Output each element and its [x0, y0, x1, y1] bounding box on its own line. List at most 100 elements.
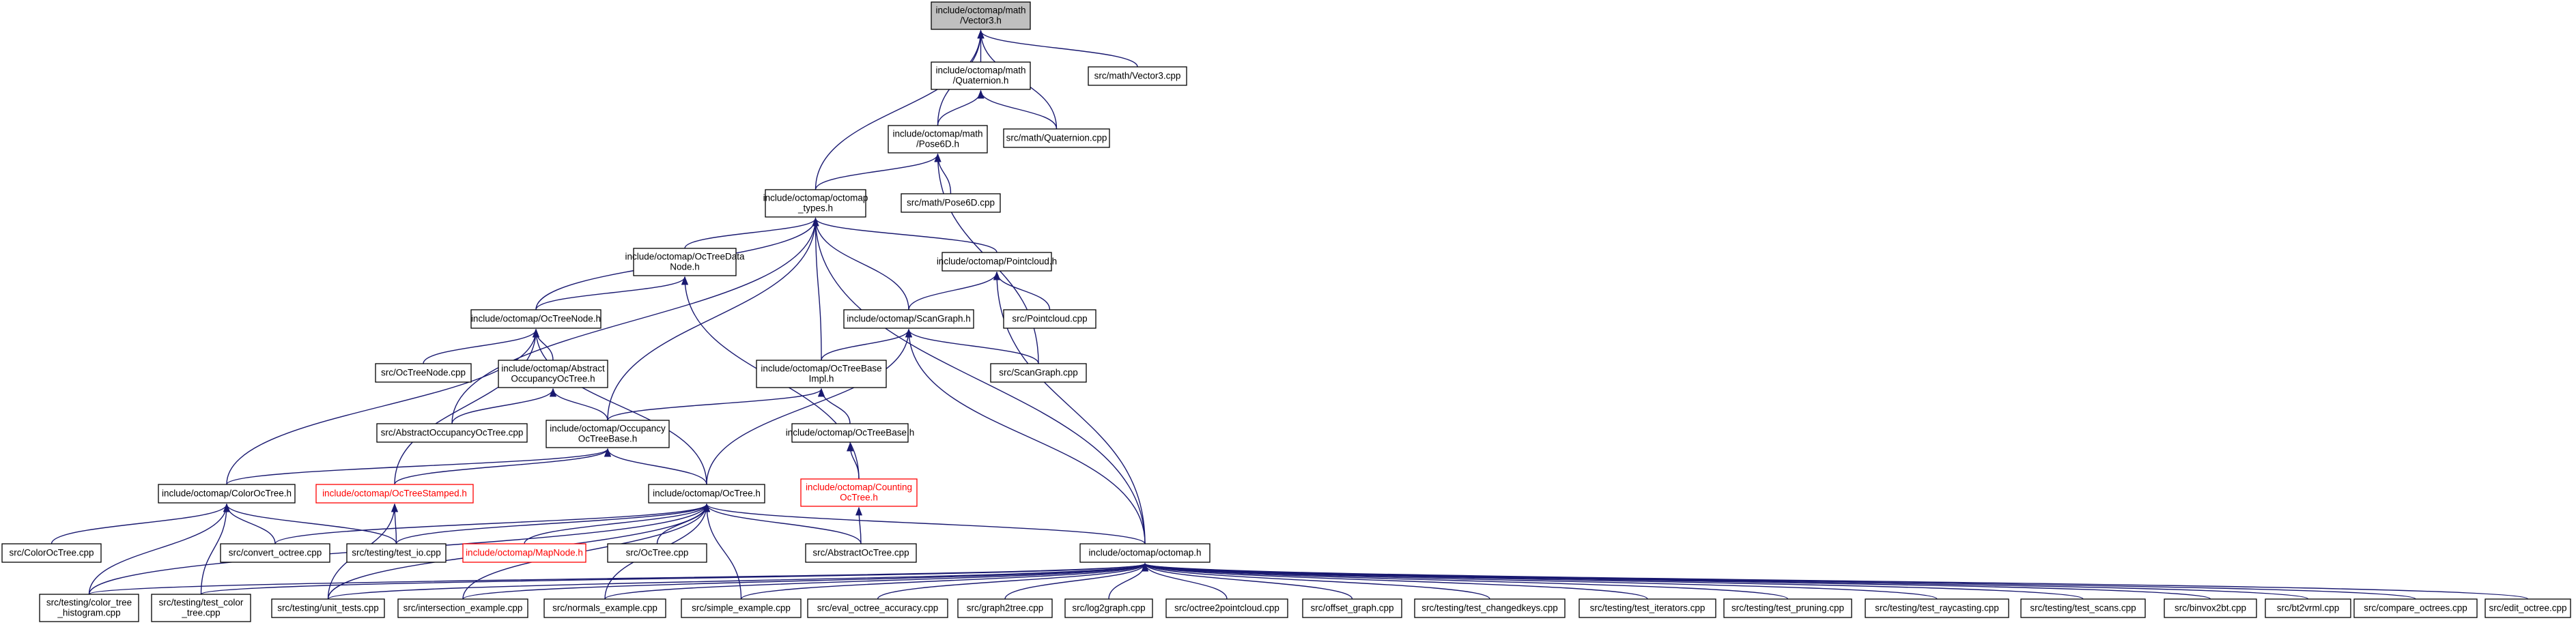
- node-label-line: include/octomap/math: [935, 66, 1025, 76]
- node-log2graph-cpp[interactable]: src/log2graph.cpp: [1064, 598, 1153, 618]
- edge-test_io_cpp-to-octree_h: [395, 503, 710, 544]
- node-box: [1414, 598, 1566, 618]
- node-vector3-h[interactable]: include/octomap/math/Vector3.h: [931, 1, 1031, 30]
- node-octreenode-h[interactable]: include/octomap/OcTreeNode.h: [470, 309, 601, 329]
- node-graph2tree-cpp[interactable]: src/graph2tree.cpp: [957, 598, 1053, 618]
- node-label-line: src/OcTreeNode.cpp: [381, 368, 466, 378]
- node-label-line: include/octomap/OcTreeBase: [761, 364, 881, 374]
- edge-octomap_h-to-octree_h: [703, 503, 1146, 544]
- node-label-line: src/eval_octree_accuracy.cpp: [817, 603, 939, 613]
- edge-octomap_types_h-to-pose6d_h: [815, 153, 942, 190]
- node-octreebase-h[interactable]: include/octomap/OcTreeBase.h: [786, 423, 915, 443]
- node-binvox2bt-cpp[interactable]: src/binvox2bt.cpp: [2164, 598, 2257, 618]
- edge-occupancyoctreebase_h-to-abstractoccupancyoctree_h: [550, 388, 608, 421]
- edge-test_raycasting_cpp-to-octomap_h: [1142, 562, 1938, 600]
- node-octreestamped-h[interactable]: include/octomap/OcTreeStamped.h: [315, 484, 474, 504]
- node-label-line: Node.h: [670, 262, 700, 272]
- node-scangraph-cpp[interactable]: src/ScanGraph.cpp: [990, 363, 1087, 383]
- node-abstractoctree-cpp[interactable]: src/AbstractOcTree.cpp: [805, 543, 917, 563]
- node-coloroctree-h[interactable]: include/octomap/ColorOcTree.h: [158, 484, 296, 504]
- edge-convert_octree_cpp-to-octree_h: [274, 503, 710, 544]
- node-box: [158, 484, 296, 504]
- node-octree-h[interactable]: include/octomap/OcTree.h: [648, 484, 765, 504]
- node-coloroctree-cpp[interactable]: src/ColorOcTree.cpp: [1, 543, 102, 563]
- node-pose6d-cpp[interactable]: src/math/Pose6D.cpp: [901, 193, 1001, 213]
- node-box: [1865, 598, 2009, 618]
- node-box: [957, 598, 1053, 618]
- edge-octomap_h-to-scangraph_h: [905, 328, 1146, 544]
- node-convert-octree-cpp[interactable]: src/convert_octree.cpp: [220, 543, 330, 563]
- node-test-color-tree-cpp[interactable]: src/testing/test_color_tree.cpp: [151, 594, 251, 622]
- node-test-scans-cpp[interactable]: src/testing/test_scans.cpp: [2020, 598, 2146, 618]
- edge-octreebaseimpl_h-to-scangraph_h: [821, 328, 912, 361]
- node-unit-tests-cpp[interactable]: src/testing/unit_tests.cpp: [271, 598, 385, 618]
- edge-octomap_types_h-to-vector3_h: [815, 29, 985, 190]
- node-label-line: include/octomap/OcTree.h: [653, 489, 761, 499]
- node-label-line: src/ColorOcTree.cpp: [9, 548, 94, 558]
- node-edit-octree-cpp[interactable]: src/edit_octree.cpp: [2485, 598, 2571, 618]
- node-vector3-cpp[interactable]: src/math/Vector3.cpp: [1088, 66, 1187, 86]
- node-label-line: include/octomap/Pointcloud.h: [937, 257, 1057, 267]
- node-box: [39, 594, 139, 622]
- node-abstractoccupancyoctree-cpp[interactable]: src/AbstractOccupancyOcTree.cpp: [376, 423, 528, 443]
- node-box: [1165, 598, 1288, 618]
- node-quaternion-h[interactable]: include/octomap/math/Quaternion.h: [931, 61, 1031, 90]
- node-eval-octree-accuracy-cpp[interactable]: src/eval_octree_accuracy.cpp: [807, 598, 948, 618]
- edge-test_io_cpp-to-octreestamped_h: [391, 503, 399, 544]
- node-octomap-h[interactable]: include/octomap/octomap.h: [1079, 543, 1211, 563]
- edge-test_scans_cpp-to-octomap_h: [1142, 562, 2084, 600]
- edge-coloroctree_cpp-to-coloroctree_h: [51, 503, 230, 544]
- node-scangraph-h[interactable]: include/octomap/ScanGraph.h: [843, 309, 974, 329]
- node-offset-graph-cpp[interactable]: src/offset_graph.cpp: [1302, 598, 1402, 618]
- edge-pose6d_cpp-to-pose6d_h: [934, 153, 952, 194]
- node-test-raycasting-cpp[interactable]: src/testing/test_raycasting.cpp: [1865, 598, 2009, 618]
- node-box: [546, 420, 670, 448]
- node-label-line: include/octomap/OcTreeBase.h: [786, 428, 915, 438]
- node-intersection-example-cpp[interactable]: src/intersection_example.cpp: [397, 598, 528, 618]
- edge-normals_example_cpp-to-octomap_h: [604, 562, 1148, 600]
- node-simple-example-cpp[interactable]: src/simple_example.cpp: [681, 598, 802, 618]
- edge-test_iterators_cpp-to-octomap_h: [1142, 562, 1648, 600]
- node-bt2vrml-cpp[interactable]: src/bt2vrml.cpp: [2265, 598, 2351, 618]
- edge-abstractoctree_cpp-to-countingoctree_h: [855, 506, 863, 544]
- node-box: [633, 248, 737, 276]
- node-color-tree-histogram-cpp[interactable]: src/testing/color_tree_histogram.cpp: [39, 594, 139, 622]
- node-mapnode-h[interactable]: include/octomap/MapNode.h: [462, 543, 586, 563]
- node-pointcloud-cpp[interactable]: src/Pointcloud.cpp: [1003, 309, 1096, 329]
- node-octree-cpp[interactable]: src/OcTree.cpp: [607, 543, 707, 563]
- node-box: [1003, 128, 1110, 148]
- node-normals-example-cpp[interactable]: src/normals_example.cpp: [543, 598, 666, 618]
- node-test-io-cpp[interactable]: src/testing/test_io.cpp: [346, 543, 447, 563]
- node-test-iterators-cpp[interactable]: src/testing/test_iterators.cpp: [1579, 598, 1716, 618]
- edge-eval_octree_accuracy_cpp-to-octomap_h: [877, 562, 1148, 600]
- edge-octreebase_h-to-octreebaseimpl_h: [817, 388, 851, 424]
- node-box: [931, 1, 1031, 30]
- node-label-line: src/testing/test_io.cpp: [352, 548, 441, 558]
- edge-octree_h-to-scangraph_h: [706, 328, 913, 485]
- node-test-changedkeys-cpp[interactable]: src/testing/test_changedkeys.cpp: [1414, 598, 1566, 618]
- node-label-line: include/octomap/OcTreeData: [625, 252, 745, 262]
- node-box: [1302, 598, 1402, 618]
- node-abstractoccupancyoctree-h[interactable]: include/octomap/AbstractOccupancyOcTree.…: [498, 360, 608, 388]
- node-box: [756, 360, 887, 388]
- edge-coloroctree_h-to-octreenode_h: [226, 328, 539, 485]
- node-label-line: include/octomap/ScanGraph.h: [847, 314, 971, 324]
- node-box: [1088, 66, 1187, 86]
- node-quaternion-cpp[interactable]: src/math/Quaternion.cpp: [1003, 128, 1110, 148]
- node-label-line: src/testing/test_iterators.cpp: [1590, 603, 1705, 613]
- node-label-line: OccupancyOcTree.h: [511, 374, 595, 384]
- node-pose6d-h[interactable]: include/octomap/math/Pose6D.h: [888, 125, 988, 154]
- node-pointcloud-h[interactable]: include/octomap/Pointcloud.h: [937, 252, 1057, 272]
- node-label-line: src/math/Pose6D.cpp: [907, 198, 995, 208]
- node-box: [800, 478, 918, 507]
- node-octree2pointcloud-cpp[interactable]: src/octree2pointcloud.cpp: [1165, 598, 1288, 618]
- node-octreenode-cpp[interactable]: src/OcTreeNode.cpp: [375, 363, 472, 383]
- node-box: [1, 543, 102, 563]
- node-compare-octrees-cpp[interactable]: src/compare_octrees.cpp: [2353, 598, 2478, 618]
- node-test-pruning-cpp[interactable]: src/testing/test_pruning.cpp: [1723, 598, 1852, 618]
- node-octomap-types-h[interactable]: include/octomap/octomap_types.h: [763, 189, 868, 218]
